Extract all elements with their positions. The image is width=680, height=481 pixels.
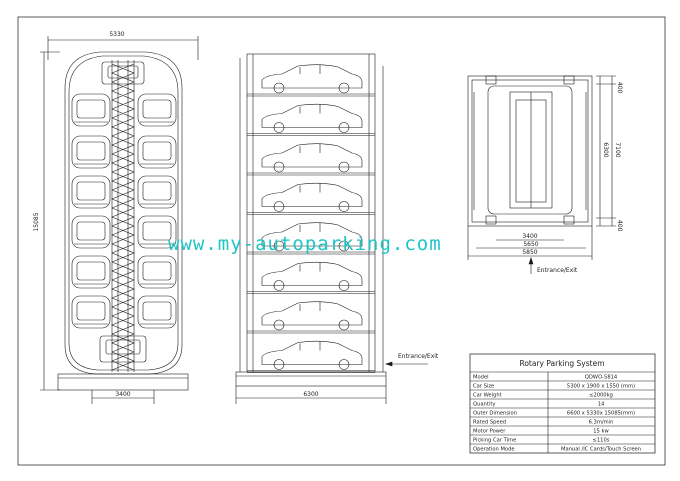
side-car-wheel [338,359,350,370]
front-car [142,261,172,281]
front-car [142,221,172,241]
front-car [76,181,106,201]
plan-dim-5650: 5650 [523,241,538,248]
spec-row-value: 6.3m/min [589,420,614,426]
spec-row-label: Motor Power [473,429,506,435]
front-pallet [71,93,111,127]
front-pallet [71,255,111,289]
front-height-dim: 15085 [33,212,40,231]
spec-row-value: 5300 x 1900 x 1550 (mm) [567,384,635,390]
plan-dim-inner-height: 6300 [602,142,609,157]
spec-row-label: Outer Dimension [473,411,517,417]
spec-row-value: Manual /IC Cards/Touch Screen [561,447,641,453]
side-car-wheel [273,359,285,370]
front-car [142,99,172,119]
side-car-wheel [338,161,350,173]
spec-table: Rotary Parking System Model QDWO-S814Car … [469,353,656,454]
spec-table-title: Rotary Parking System [519,359,604,368]
front-pallet [71,295,111,329]
front-car [142,301,172,321]
side-width-dim: 6300 [303,391,318,398]
front-car [76,141,106,161]
spec-row-label: Model [473,375,489,381]
front-pallet [71,215,111,249]
side-car-wheel [273,240,285,252]
side-car-wheel [338,280,350,291]
side-car [261,301,363,326]
spec-row-label: Operation Mode [473,447,515,453]
side-car [261,340,363,365]
side-entrance-label: Entrance/Exit [398,353,439,360]
spec-row-value: QDWO-S814 [585,375,618,381]
plan-view [467,75,616,274]
front-view [40,36,199,404]
side-car [261,261,363,286]
plan-dim-bottom: 400 [616,220,623,232]
side-car-wheel [273,82,285,94]
side-car-wheel [338,201,350,212]
side-car-wheel [273,122,285,133]
spec-row-label: Rated Speed [473,420,506,426]
side-car-wheel [273,280,285,291]
side-view [235,53,428,404]
side-car-wheel [273,161,285,173]
side-car [261,182,363,207]
front-car [142,181,172,201]
spec-row-label: Picking Car Time [473,438,516,444]
side-car-wheel [273,201,285,212]
front-pallet [137,295,177,329]
front-pallet [137,215,177,249]
front-pallet [137,135,177,169]
plan-dim-total-height: 7100 [614,142,621,157]
spec-row-value: ≤110s [593,438,610,444]
plan-dim-3400: 3400 [522,233,537,240]
side-car-wheel [338,240,350,252]
front-pallet [137,255,177,289]
front-car [76,99,106,119]
side-car-wheel [338,122,350,133]
side-car-wheel [338,82,350,94]
plan-dim-5850: 5850 [522,249,537,256]
spec-row-value: 14 [598,402,605,408]
spec-row-label: Quantity [473,402,495,408]
front-base-dim: 3400 [115,391,130,398]
front-pallet [71,135,111,169]
plan-entrance-label: Entrance/Exit [537,267,578,274]
front-car [76,261,106,281]
front-width-dim: 5330 [109,31,124,38]
front-car [76,301,106,321]
watermark-text: www.my-autoparking.com [168,233,442,255]
side-car [261,64,363,89]
front-pallet [137,175,177,209]
side-car-wheel [273,319,285,331]
spec-row-value: 15 kw [593,429,609,435]
front-car [142,141,172,161]
spec-row-label: Car Weight [473,393,502,399]
spec-row-value: 6600 x 5330x 15085(mm) [567,411,635,417]
spec-row-label: Car Size [473,384,494,390]
side-car-wheel [338,319,350,331]
side-car [261,222,363,247]
plan-dim-top: 400 [616,82,623,94]
drawing-border [17,16,666,466]
spec-row-value: ≤2000kg [589,393,613,399]
side-car [261,103,363,128]
side-car [261,143,363,168]
front-pallet [137,93,177,127]
front-car [76,221,106,241]
front-pallet [71,175,111,209]
